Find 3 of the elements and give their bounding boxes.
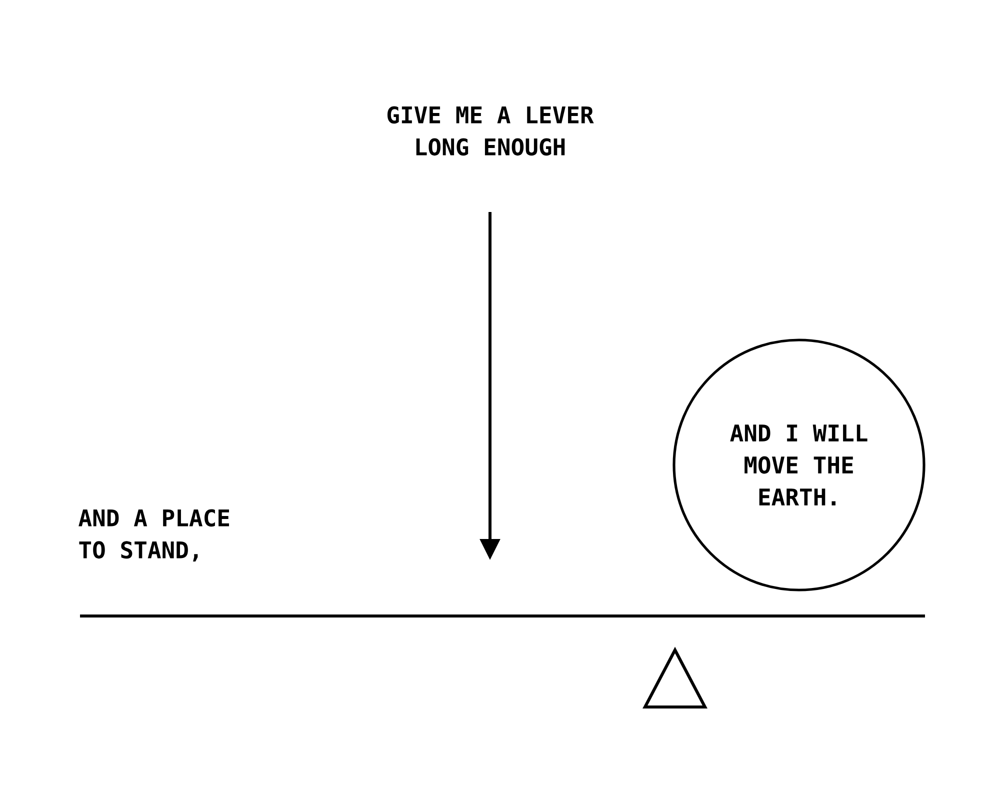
circle-node: AND I WILL MOVE THE EARTH. [672,338,926,592]
text-label: GIVE ME A LEVER LONG ENOUGH [387,106,594,156]
text-label: AND A PLACE TO STAND, [78,509,229,562]
